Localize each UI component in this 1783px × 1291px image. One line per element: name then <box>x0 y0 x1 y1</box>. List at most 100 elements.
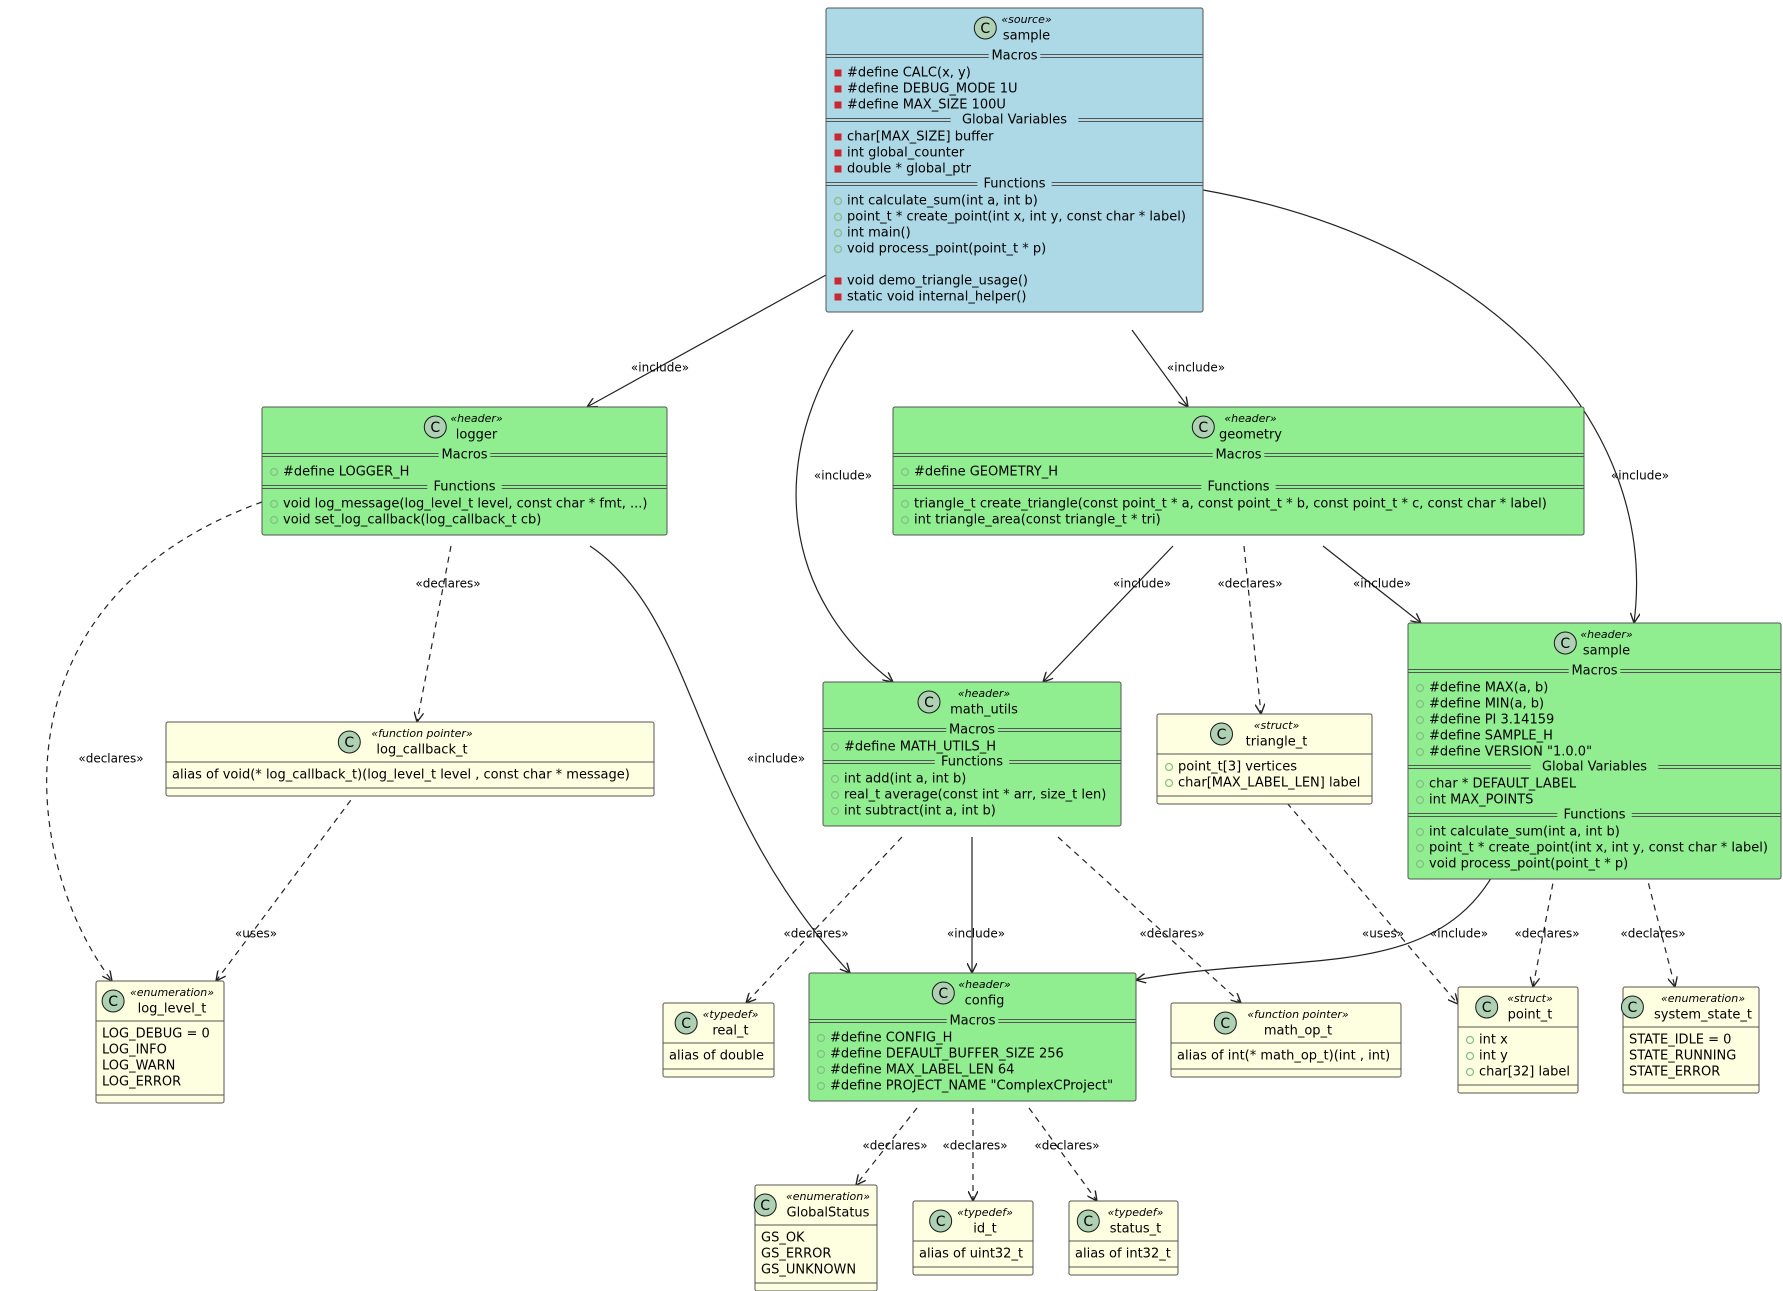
node-stereotype: «typedef» <box>1108 1206 1164 1219</box>
member-row: #define MAX_SIZE 100U <box>847 98 1006 113</box>
member-row: #define MAX(a, b) <box>1429 681 1548 696</box>
class-c-icon-letter: C <box>1198 420 1208 436</box>
class-c-icon-letter: C <box>760 1198 770 1214</box>
edge-sample-hdr-to-point-t <box>1533 861 1558 987</box>
section-title: Functions <box>941 755 1003 770</box>
node-box <box>822 681 1122 827</box>
member-row: STATE_IDLE = 0 <box>1629 1033 1731 1048</box>
class-c-icon-letter: C <box>938 986 948 1002</box>
node-box <box>892 406 1585 536</box>
public-visibility-icon <box>1415 827 1425 837</box>
node-GlobalStatus[interactable]: C«enumeration»GlobalStatusGS_OKGS_ERRORG… <box>753 1184 878 1291</box>
public-visibility-icon <box>1164 778 1174 788</box>
node-name: math_utils <box>950 703 1018 718</box>
edge-logger-to-config <box>589 545 850 973</box>
node-stereotype: «source» <box>1001 13 1052 26</box>
member-row: int x <box>1479 1033 1508 1048</box>
public-visibility-icon <box>900 467 910 477</box>
member-row: int calculate_sum(int a, int b) <box>1429 825 1620 840</box>
public-visibility-icon <box>830 774 840 784</box>
public-visibility-icon <box>269 499 279 509</box>
member-row: GS_UNKNOWN <box>761 1263 856 1278</box>
member-row: point_t * create_point(int x, int y, con… <box>847 210 1186 225</box>
public-visibility-icon <box>833 228 843 238</box>
member-row: #define SAMPLE_H <box>1429 729 1553 744</box>
private-visibility-icon <box>834 165 842 173</box>
edge-label: «uses» <box>235 927 277 941</box>
member-row: #define MAX_LABEL_LEN 64 <box>830 1063 1014 1078</box>
private-visibility-icon <box>834 149 842 157</box>
edge-label: «include» <box>1167 361 1225 375</box>
node-name: system_state_t <box>1654 1008 1752 1023</box>
member-row: void log_message(log_level_t level, cons… <box>283 497 647 512</box>
section-title-bg <box>946 1014 999 1028</box>
class-c-icon <box>1620 995 1644 1019</box>
public-visibility-icon <box>816 1065 826 1075</box>
edge-config-to-GlobalStatus <box>856 1107 918 1185</box>
edge-label: «include» <box>1430 927 1488 941</box>
public-visibility-icon <box>1415 699 1425 709</box>
member-row: alias of int32_t <box>1075 1247 1171 1262</box>
edge-sample-src-to-geometry <box>1131 329 1188 407</box>
class-c-icon-letter: C <box>1482 1000 1492 1016</box>
section-title: Functions <box>983 177 1045 192</box>
edge-label: «include» <box>747 752 805 766</box>
edge-math-utils-to-math-op-t <box>1057 836 1241 1003</box>
member-row: char * DEFAULT_LABEL <box>1429 777 1577 792</box>
class-c-icon-letter: C <box>980 21 990 37</box>
class-c-icon-letter: C <box>1220 1016 1230 1032</box>
edge-sample-hdr-to-config <box>1136 861 1501 980</box>
edge-sample-hdr-to-system-state-t <box>1642 861 1675 987</box>
member-row: int MAX_POINTS <box>1429 793 1533 808</box>
edge-sample-src-to-math-utils <box>795 329 893 682</box>
class-c-icon <box>674 1011 698 1035</box>
public-visibility-icon <box>1415 859 1425 869</box>
public-visibility-icon <box>1415 731 1425 741</box>
node-name: id_t <box>973 1222 996 1237</box>
member-row: #define LOGGER_H <box>283 465 409 480</box>
member-row: #define CONFIG_H <box>830 1031 952 1046</box>
class-c-icon <box>753 1193 777 1217</box>
class-c-icon-letter: C <box>1217 727 1227 743</box>
edge-label: «include» <box>947 927 1005 941</box>
node-box <box>1407 622 1782 880</box>
class-c-icon <box>337 730 361 754</box>
node-box <box>825 7 1204 313</box>
edge-label: «include» <box>1353 577 1411 591</box>
node-name: math_op_t <box>1264 1024 1332 1039</box>
node-stereotype: «header» <box>1580 628 1633 641</box>
private-visibility-icon <box>834 69 842 77</box>
node-name: logger <box>456 428 498 443</box>
public-visibility-icon <box>1465 1067 1475 1077</box>
node-stereotype: «enumeration» <box>786 1190 870 1203</box>
public-visibility-icon <box>1415 795 1425 805</box>
node-name: log_callback_t <box>376 743 467 758</box>
edge-label: «include» <box>1113 577 1171 591</box>
member-row: alias of int(* math_op_t)(int , int) <box>1177 1049 1390 1064</box>
section-title-bg <box>1212 448 1265 462</box>
node-box <box>1622 986 1760 1094</box>
member-row: int triangle_area(const triangle_t * tri… <box>914 513 1161 528</box>
class-c-icon-letter: C <box>430 420 440 436</box>
member-row: GS_OK <box>761 1231 805 1246</box>
edge-label: «declares» <box>415 577 480 591</box>
section-title: Macros <box>1215 448 1261 463</box>
public-visibility-icon <box>830 790 840 800</box>
public-visibility-icon <box>816 1033 826 1043</box>
edge-logger-to-log-callback-t <box>417 545 452 722</box>
